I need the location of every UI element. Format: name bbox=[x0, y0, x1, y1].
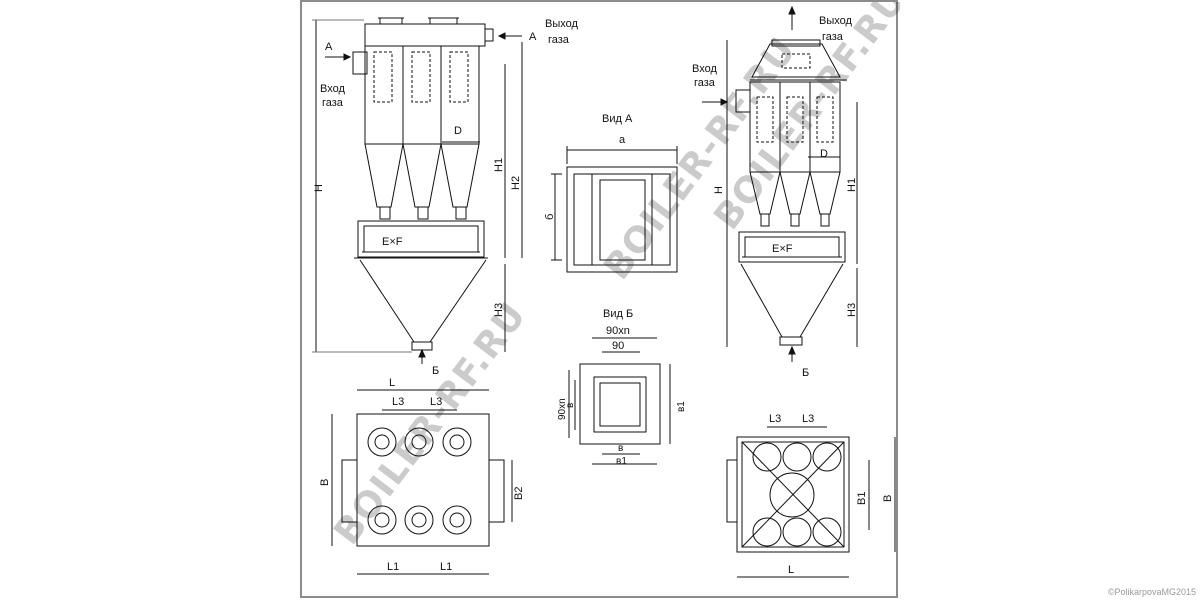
inlet-gas-label-right: газа bbox=[694, 77, 716, 89]
right-bunker-box bbox=[738, 231, 846, 263]
dim-90: 90 bbox=[612, 340, 624, 352]
outlet-label-left: Выход bbox=[545, 18, 578, 30]
dim-v1-bottom: в1 bbox=[616, 456, 627, 467]
d-label-right: D bbox=[820, 148, 828, 160]
plan2-l-label: L bbox=[788, 564, 794, 576]
plan2-l3-label-a: L3 bbox=[769, 413, 781, 425]
exf-label-left: E×F bbox=[382, 236, 403, 248]
b-arrow-label-left: Б bbox=[432, 365, 439, 377]
dim-v1-side: в1 bbox=[676, 401, 687, 412]
dim-v-bottom: в bbox=[618, 443, 623, 454]
h3-label-right: H3 bbox=[846, 303, 858, 317]
technical-drawing: А Вход газа Выход газа А D H H1 H2 H3 E×… bbox=[312, 2, 900, 578]
left-outlet-header bbox=[364, 23, 486, 47]
right-elevation bbox=[702, 5, 858, 362]
h-label: H bbox=[313, 184, 325, 192]
outlet-gas-label-right: газа bbox=[822, 31, 844, 43]
view-b-title: Вид Б bbox=[603, 308, 633, 320]
arrow-a-left-label: А bbox=[325, 41, 333, 53]
plan-l1-label-a: L1 bbox=[387, 561, 399, 573]
b6-dimension-label: б bbox=[544, 214, 556, 220]
h1-label-left: H1 bbox=[493, 158, 505, 172]
inlet-gas-label-left: газа bbox=[322, 97, 344, 109]
dim-90xn-side: 90хn bbox=[557, 398, 568, 420]
outlet-gas-label-left: газа bbox=[548, 34, 570, 46]
view-a bbox=[551, 146, 678, 273]
plan-l1-label-b: L1 bbox=[440, 561, 452, 573]
left-elevation bbox=[312, 17, 523, 364]
left-cyclone-2 bbox=[402, 45, 442, 145]
h2-label-left: H2 bbox=[510, 176, 522, 190]
plan-l3-label-b: L3 bbox=[430, 396, 442, 408]
left-bunker-box bbox=[357, 220, 485, 258]
inlet-label-left: Вход bbox=[320, 83, 345, 95]
plan2-b-label: B bbox=[882, 495, 894, 502]
h-label-right: H bbox=[713, 186, 725, 194]
watermark-1: BOILER-RF.RU bbox=[326, 295, 534, 552]
plan-l-label: L bbox=[389, 377, 395, 389]
view-b bbox=[568, 337, 671, 465]
arrow-a-right-label: А bbox=[529, 31, 537, 43]
plan-b-label: B bbox=[319, 479, 331, 486]
left-hopper bbox=[359, 259, 487, 343]
plan-l3-label-a: L3 bbox=[392, 396, 404, 408]
d-label-left: D bbox=[454, 125, 462, 137]
drawing-frame: А Вход газа Выход газа А D H H1 H2 H3 E×… bbox=[300, 0, 900, 598]
right-plan bbox=[726, 426, 896, 578]
plan-b2-label: B2 bbox=[513, 487, 525, 500]
copyright-notice: ©PolikarpovaMG2015 bbox=[1107, 587, 1196, 597]
dim-90xn-top: 90хn bbox=[606, 325, 630, 337]
left-cyclone-1 bbox=[364, 45, 404, 145]
outlet-label-right: Выход bbox=[819, 15, 852, 27]
right-hopper bbox=[740, 263, 844, 338]
plan2-l3-label-b: L3 bbox=[802, 413, 814, 425]
left-cyclone-3 bbox=[440, 45, 480, 145]
view-a-title: Вид А bbox=[602, 113, 633, 125]
right-outlet-hood bbox=[751, 43, 841, 78]
a-dimension-label: а bbox=[619, 134, 626, 146]
inlet-label-right: Вход bbox=[692, 63, 717, 75]
right-cyclone-3 bbox=[809, 81, 841, 173]
b-arrow-label-right: Б bbox=[802, 367, 809, 379]
h1-label-right: H1 bbox=[846, 178, 858, 192]
plan2-b1-label: B1 bbox=[856, 492, 868, 505]
h3-label-left: H3 bbox=[493, 303, 505, 317]
left-plan bbox=[331, 389, 513, 575]
dim-v-side: в bbox=[565, 403, 576, 408]
exf-label-right: E×F bbox=[772, 243, 793, 255]
